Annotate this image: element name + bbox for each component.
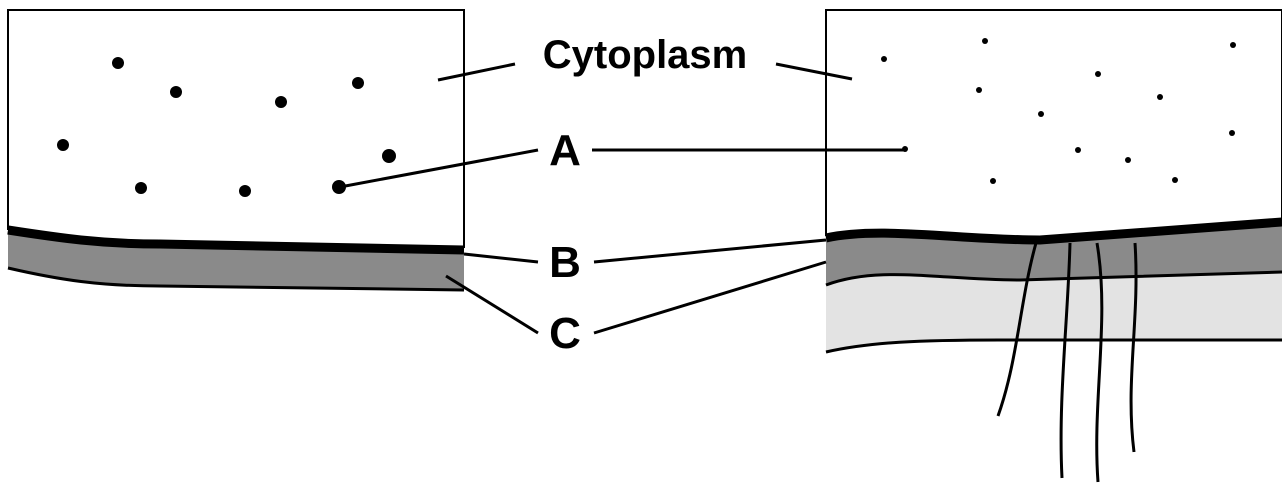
particle [112,57,124,69]
right-cytoplasm-box [825,9,1282,236]
label-a: A [549,126,581,175]
leader-lines [339,62,905,335]
fiber [1095,242,1104,483]
left-cytoplasm-box [7,9,465,248]
particle [1229,130,1235,136]
particle [239,185,251,197]
label-c: C [549,309,581,358]
particle [990,178,996,184]
c-leader-right [593,260,827,335]
right-layer-c-light [826,272,1282,352]
right-particles [881,38,1236,184]
right-cell [825,9,1282,483]
particle [135,182,147,194]
particle [352,77,364,89]
b-leader-left [463,252,539,264]
b-leader-right [593,238,827,264]
fiber [996,242,1038,417]
right-layer-boundary [825,270,1282,287]
right-membrane [825,217,1282,245]
a-leader-left [339,148,539,189]
particle [1157,94,1163,100]
particle [1038,111,1044,117]
particle [982,38,988,44]
particle [976,87,982,93]
right-fibers [996,242,1138,483]
c-leader-left [445,274,539,335]
left-cell [7,9,465,292]
left-layer-c-bottom-edge [7,266,465,292]
fiber [1129,242,1138,453]
particle [1230,42,1236,48]
particle [382,149,396,163]
label-b: B [549,238,581,287]
cytoplasm-leader-left [437,62,516,82]
particle [332,180,346,194]
particle [275,96,287,108]
left-particles [57,57,396,197]
right-layer-c-bottom-edge [825,338,1282,354]
particle [881,56,887,62]
left-layer-b-membrane [7,225,465,255]
fiber [1059,242,1072,479]
particle [57,139,69,151]
particle [1125,157,1131,163]
particle [170,86,182,98]
particle [1095,71,1101,77]
cytoplasm-leader-right [775,62,853,81]
cytoplasm-label: Cytoplasm [543,33,748,77]
particle [1172,177,1178,183]
particle [1075,147,1081,153]
